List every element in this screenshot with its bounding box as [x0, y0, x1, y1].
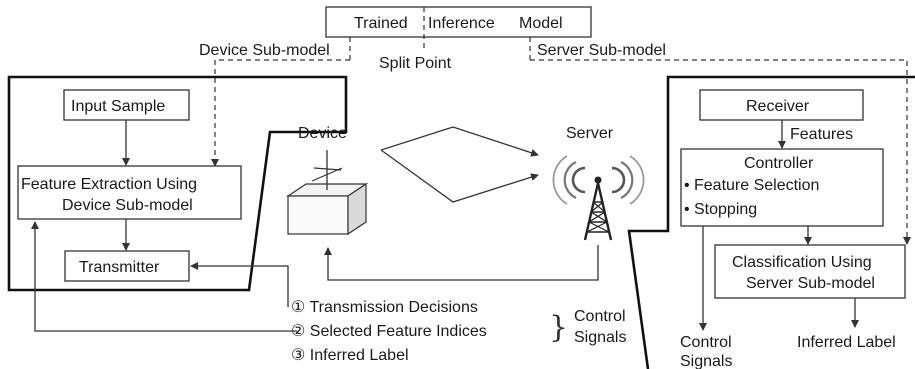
controller-bullet-2: • — [684, 201, 690, 218]
server-submodel-label: Server Sub-model — [537, 42, 666, 59]
server-side-outline — [627, 75, 915, 369]
model-inference-text: Inference — [428, 15, 495, 32]
feature-extraction-box — [17, 165, 242, 220]
device-submodel-dashed-path — [211, 59, 350, 167]
server-submodel-dashed-path — [530, 59, 911, 245]
trained-model-box — [325, 6, 592, 38]
signal-selected-feature-indices: ② Selected Feature Indices — [291, 323, 487, 340]
server-tower-icon — [552, 155, 645, 241]
device-submodel-label: Device Sub-model — [199, 42, 330, 59]
device-side-outline — [7, 75, 348, 292]
feature-extraction-text-line2: Device Sub-model — [62, 197, 193, 214]
controller-title: Controller — [744, 155, 814, 172]
classification-box — [714, 244, 906, 299]
receiver-box — [699, 89, 864, 121]
transmission-decisions-line — [190, 262, 289, 307]
signal-inferred-label: ③ Inferred Label — [291, 347, 409, 364]
classification-text-line2: Server Sub-model — [746, 275, 875, 292]
signals-brace: } — [549, 310, 568, 345]
model-trained-text: Trained — [354, 15, 408, 32]
feature-extraction-text-line1: Feature Extraction Using — [21, 176, 197, 193]
signal-transmission-decisions: ① Transmission Decisions — [291, 299, 478, 316]
signals-group-label-line1: Control — [574, 308, 626, 325]
transmitter-text: Transmitter — [79, 259, 160, 276]
input-sample-text: Input Sample — [71, 98, 165, 115]
server-label: Server — [566, 125, 614, 142]
server-control-signals-line1: Control — [680, 334, 732, 351]
server-control-signals-line2: Signals — [680, 353, 732, 369]
transmitter-box — [64, 250, 190, 282]
controller-bullet-1: • — [684, 177, 690, 194]
device-label: Device — [298, 125, 347, 142]
model-model-text: Model — [519, 15, 563, 32]
controller-box — [680, 148, 884, 227]
controller-item-feature-selection: Feature Selection — [694, 177, 819, 194]
downlink-feedback-arrow — [324, 245, 599, 281]
split-point-label: Split Point — [379, 55, 452, 72]
classification-text-line1: Classification Using — [732, 254, 872, 271]
features-label: Features — [790, 126, 853, 143]
selected-indices-line — [31, 221, 297, 332]
controller-item-stopping: Stopping — [694, 201, 757, 218]
device-icon — [286, 150, 368, 236]
inferred-label-output: Inferred Label — [797, 334, 896, 351]
wireless-link-lower — [380, 149, 539, 203]
signals-group-label-line2: Signals — [574, 329, 626, 346]
receiver-text: Receiver — [746, 98, 810, 115]
wireless-link-upper — [380, 126, 539, 157]
